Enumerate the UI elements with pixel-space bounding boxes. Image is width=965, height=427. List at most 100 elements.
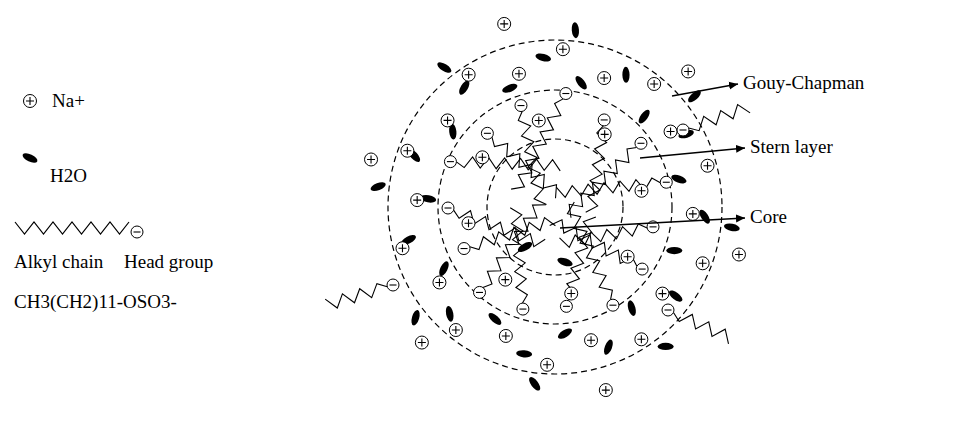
plus-sign xyxy=(465,219,473,227)
head-ring xyxy=(481,127,493,139)
ion-ring xyxy=(732,248,745,261)
ion-ring xyxy=(598,72,611,85)
minus-sign xyxy=(601,119,608,120)
sodium-ion xyxy=(476,151,489,164)
ion-ring xyxy=(449,324,462,337)
formula: CH3(CH2)11-OSO3- xyxy=(14,292,177,313)
plus-sign xyxy=(637,335,645,343)
ion-ring xyxy=(656,287,669,300)
plus-sign xyxy=(501,276,509,284)
plus-sign xyxy=(478,153,486,161)
leader-line xyxy=(672,84,738,96)
sodium-ion xyxy=(365,153,378,166)
ion-ring xyxy=(556,43,569,56)
minus-sign xyxy=(665,309,672,310)
water-molecule xyxy=(516,350,533,359)
sodium-ion xyxy=(512,67,525,80)
sodium-ion xyxy=(462,217,475,230)
plus-sign xyxy=(735,251,743,259)
ion-ring xyxy=(415,336,428,349)
head-ring xyxy=(560,300,572,312)
sodium-ion xyxy=(656,287,669,300)
minus-sign xyxy=(390,284,397,285)
head-ring xyxy=(474,286,486,298)
water-molecule xyxy=(556,256,573,268)
plus-sign xyxy=(567,289,575,297)
minus-sign xyxy=(519,309,526,310)
plus-sign xyxy=(684,67,692,75)
ion-ring xyxy=(541,358,554,371)
sodium-ion xyxy=(701,159,714,172)
minus-sign xyxy=(563,306,570,307)
plus-sign xyxy=(502,332,510,340)
minus-sign xyxy=(680,129,687,130)
sodium-ion xyxy=(532,114,545,127)
plus-sign xyxy=(444,116,452,124)
alkyl-chain xyxy=(673,312,728,343)
head-group xyxy=(607,299,619,311)
plus-sign xyxy=(465,71,473,79)
head-ring xyxy=(444,156,456,168)
head-group xyxy=(598,114,610,126)
plus-sign xyxy=(624,253,632,261)
plus-sign xyxy=(452,326,460,334)
sodium-ion xyxy=(635,184,648,197)
water-molecule xyxy=(369,180,387,192)
alkyl-chain xyxy=(325,284,387,308)
alkyl-chain xyxy=(470,218,556,250)
ion-ring xyxy=(365,153,378,166)
ion-ring xyxy=(499,273,512,286)
alkyl-chain xyxy=(689,105,750,131)
sodium-ion xyxy=(462,68,475,81)
alkyl-chain xyxy=(556,178,660,197)
minus-sign xyxy=(639,269,646,270)
head-group xyxy=(474,286,486,298)
stern-boundary xyxy=(438,90,672,324)
head-group xyxy=(662,304,674,316)
minus-sign xyxy=(562,93,569,94)
sodium-ion xyxy=(401,144,414,157)
water-molecule xyxy=(516,240,533,254)
sodium-ion xyxy=(732,248,745,261)
water-molecule xyxy=(670,173,687,185)
sodium-ion xyxy=(556,43,569,56)
sodium-ion xyxy=(598,128,611,141)
plus-sign xyxy=(667,128,675,136)
legend-caption: Alkyl chain xyxy=(14,252,103,273)
ion-ring xyxy=(648,77,661,90)
water-molecule xyxy=(622,67,629,83)
alkyl-chain xyxy=(483,205,546,288)
head-ring xyxy=(131,226,143,238)
water-molecule xyxy=(437,260,450,278)
minus-sign xyxy=(663,182,670,183)
water-molecule xyxy=(637,108,652,125)
layer-label: Stern layer xyxy=(750,137,833,158)
sodium-ion xyxy=(449,324,462,337)
water-molecule xyxy=(535,52,552,63)
head-group xyxy=(677,124,689,136)
ion-ring xyxy=(401,144,414,157)
sodium-ion xyxy=(696,257,709,270)
head-ring xyxy=(560,88,572,100)
plus-sign xyxy=(601,130,609,138)
sodium-ion xyxy=(585,334,598,347)
water-molecule xyxy=(501,82,519,95)
legend-text: H2O xyxy=(50,166,87,187)
sodium-ion xyxy=(415,336,428,349)
minus-sign xyxy=(134,231,141,232)
ion-ring xyxy=(682,65,695,78)
plus-sign xyxy=(600,74,608,82)
plus-sign xyxy=(26,97,34,105)
plus-sign xyxy=(637,187,645,195)
ion-ring xyxy=(499,329,512,342)
alkyl-chain xyxy=(567,202,612,300)
ion-ring xyxy=(621,250,634,263)
ion-ring xyxy=(476,151,489,164)
head-group xyxy=(387,279,399,291)
minus-sign xyxy=(447,161,454,162)
head-ring xyxy=(677,124,689,136)
ion-ring xyxy=(599,384,612,397)
alkyl-chain xyxy=(492,137,557,198)
